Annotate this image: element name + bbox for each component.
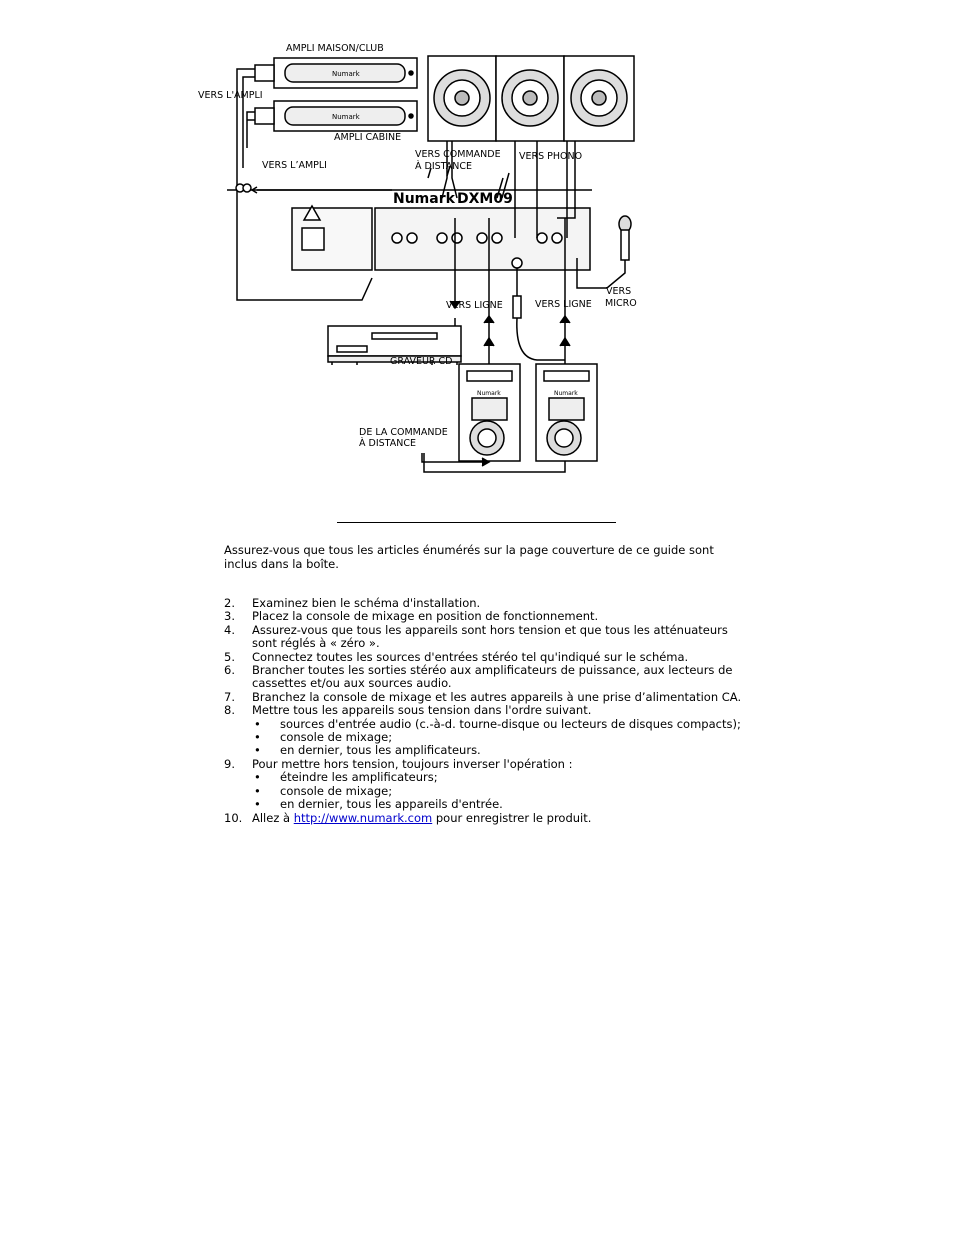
- step-item: 9. Pour mettre hors tension, toujours inv…: [224, 756, 744, 812]
- cd1-brand: Numark: [477, 390, 501, 397]
- list-item: •en dernier, tous les appareils d'entrée…: [254, 797, 503, 812]
- label-to-remote-1: VERS COMMANDE: [415, 149, 501, 160]
- step-text: Connectez toutes les sources d'entrées s…: [252, 649, 689, 664]
- step-text: Brancher toutes les sorties stéréo aux a…: [252, 663, 733, 691]
- microphone: [576, 215, 632, 289]
- step-item: 3. Placez la console de mixage en positio…: [224, 609, 744, 624]
- label-cd-recorder: GRAVEUR CD: [390, 356, 453, 367]
- step-text: Assurez-vous que tous les appareils sont…: [252, 622, 728, 651]
- step-item: 4. Assurez-vous que tous les appareils so…: [224, 622, 744, 651]
- step-item: 6. Brancher toutes les sorties stéréo aux…: [224, 663, 744, 691]
- cd-player-1: [458, 363, 521, 462]
- list-item: •éteindre les amplificateurs;: [254, 770, 438, 785]
- bullet-icon: •: [254, 743, 261, 758]
- step-text: Placez la console de mixage en position …: [252, 609, 599, 624]
- step-text: Branchez la console de mixage et les aut…: [252, 689, 742, 704]
- booth-amplifier: [254, 100, 418, 132]
- amp1-brand: Numark: [332, 70, 361, 78]
- step-number: 9.: [224, 756, 235, 771]
- section-divider: [337, 522, 616, 523]
- turntable-3: [563, 55, 635, 142]
- bullet-icon: •: [254, 797, 261, 812]
- step-text: Mettre tous les appareils sous tension d…: [252, 703, 592, 718]
- label-from-remote-2: À DISTANCE: [359, 438, 416, 449]
- step-number: 4.: [224, 622, 235, 637]
- label-to-line-1: VERS LIGNE: [446, 300, 503, 311]
- cd-recorder: [327, 325, 462, 365]
- label-to-mic-1: VERS: [606, 286, 632, 297]
- step-text: Examinez bien le schéma d'installation.: [252, 596, 481, 610]
- list-item: •console de mixage;: [254, 730, 393, 745]
- cd2-brand: Numark: [554, 390, 578, 397]
- list-item: •console de mixage;: [254, 783, 393, 798]
- step-text: Pour mettre hors tension, toujours inver…: [252, 756, 573, 771]
- power-off-order-list: •éteindre les amplificateurs; •console d…: [252, 770, 744, 812]
- step-number: 7.: [224, 689, 235, 704]
- intro-paragraph: Assurez-vous que tous les articles énumé…: [224, 543, 714, 571]
- label-to-amp-1: VERS L'AMPLI: [198, 90, 263, 101]
- step-item: 2. Examinez bien le schéma d'installation…: [224, 596, 744, 610]
- step-item: 8. Mettre tous les appareils sous tension…: [224, 703, 744, 758]
- mixer-model: DXM09: [457, 191, 513, 207]
- bullet-icon: •: [254, 730, 261, 745]
- step-number: 6.: [224, 663, 235, 678]
- step-number: 3.: [224, 609, 235, 624]
- turntable-2: [495, 55, 565, 142]
- label-to-mic-2: MICRO: [605, 298, 637, 309]
- turntable-1: [427, 55, 497, 142]
- label-to-amp-2: VERS L’AMPLI: [262, 160, 327, 171]
- step-item-10: 10. Allez à http://www.numark.com pour en…: [224, 810, 744, 825]
- bullet-icon: •: [254, 770, 261, 785]
- cd-player-2: [535, 363, 598, 462]
- power-on-order-list: •sources d'entrée audio (c.-à-d. tourne-…: [252, 716, 744, 758]
- connection-diagram: Numark DXM09 Numark Numark Numark Numark: [227, 55, 635, 473]
- list-item: •en dernier, tous les amplificateurs.: [254, 743, 481, 758]
- label-to-phono: VERS PHONO: [519, 151, 583, 162]
- label-to-remote-2: À DISTANCE: [415, 161, 472, 172]
- step-text-suffix: pour enregistrer le produit.: [435, 810, 592, 825]
- step-item: 7. Branchez la console de mixage et les a…: [224, 689, 744, 704]
- label-from-remote-1: DE LA COMMANDE: [359, 427, 448, 438]
- mixer-brand: Numark: [393, 191, 456, 207]
- amp2-brand: Numark: [332, 113, 361, 121]
- step-text-prefix: Allez à: [252, 810, 291, 825]
- bullet-icon: •: [254, 783, 261, 798]
- list-item: •sources d'entrée audio (c.-à-d. tourne-…: [254, 716, 741, 731]
- numark-website-link[interactable]: http://www.numark.com: [293, 810, 433, 825]
- step-number: 8.: [224, 703, 235, 718]
- step-number: 5.: [224, 649, 235, 664]
- step-item: 5. Connectez toutes les sources d'entrées…: [224, 649, 744, 664]
- setup-steps: 2. Examinez bien le schéma d'installation…: [224, 596, 744, 825]
- label-to-line-2: VERS LIGNE: [535, 299, 592, 310]
- bullet-icon: •: [254, 716, 261, 731]
- label-house-amp: AMPLI MAISON/CLUB: [286, 43, 384, 54]
- step-number: 10.: [224, 810, 243, 825]
- house-amplifier: [254, 57, 418, 89]
- label-booth-amp: AMPLI CABINE: [334, 132, 402, 143]
- step-number: 2.: [224, 596, 235, 610]
